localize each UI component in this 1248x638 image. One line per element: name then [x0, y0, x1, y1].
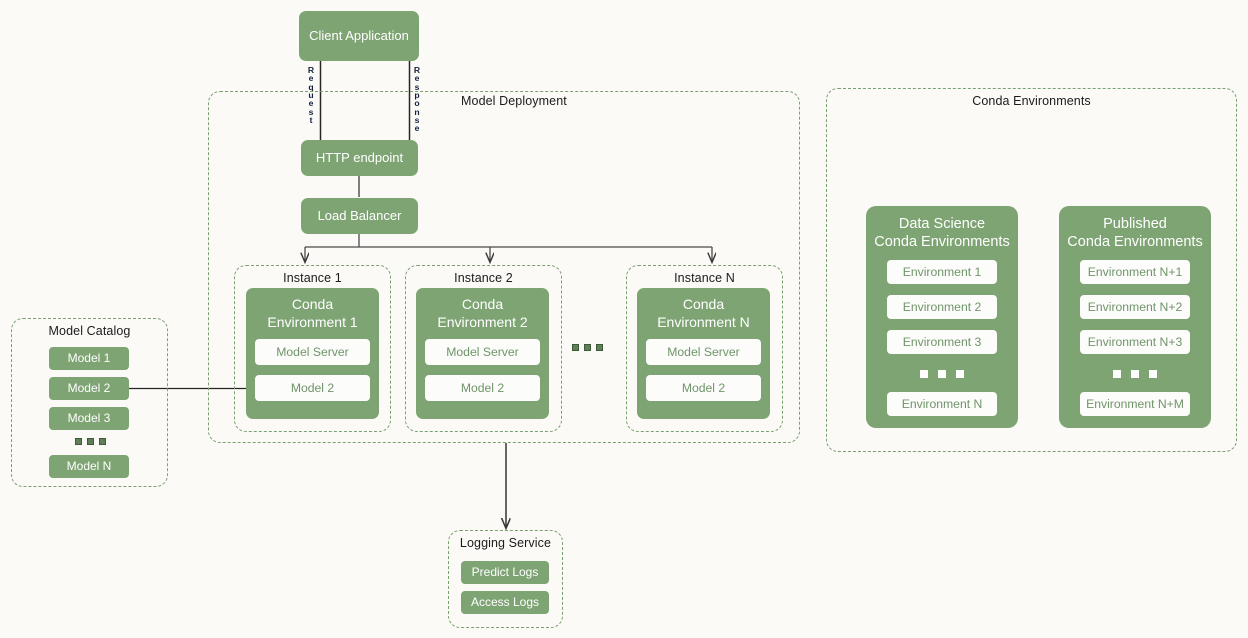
data-science-environment-2[interactable]: Environment 2 — [887, 294, 997, 319]
data-science-environment-n[interactable]: Environment N — [887, 391, 997, 416]
access-logs-box[interactable]: Access Logs — [461, 591, 549, 614]
model-catalog-item-2[interactable]: Model 2 — [49, 377, 129, 400]
published-environment-n-m[interactable]: Environment N+M — [1080, 391, 1190, 416]
instances-ellipsis-icon — [572, 344, 603, 351]
published-environment-2[interactable]: Environment N+2 — [1080, 294, 1190, 319]
instance-1-conda-title: Conda Environment 1 — [267, 296, 358, 330]
instance-1-model-server[interactable]: Model Server — [255, 339, 370, 366]
instance-2-model[interactable]: Model 2 — [425, 375, 540, 402]
instance-1-conda-env-box[interactable]: Conda Environment 1 Model Server Model 2 — [246, 288, 379, 419]
published-panel-title: Published Conda Environments — [1067, 216, 1203, 250]
client-application-box[interactable]: Client Application — [299, 11, 419, 61]
instance-n-conda-env-box[interactable]: Conda Environment N Model Server Model 2 — [637, 288, 770, 419]
http-endpoint-box[interactable]: HTTP endpoint — [301, 140, 418, 176]
instance-n-model[interactable]: Model 2 — [646, 375, 761, 402]
model-catalog-item-1[interactable]: Model 1 — [49, 347, 129, 370]
instance-1-model[interactable]: Model 2 — [255, 375, 370, 402]
predict-logs-box[interactable]: Predict Logs — [461, 561, 549, 584]
instance-2-title: Instance 2 — [454, 271, 513, 285]
instance-2-group: Instance 2 — [405, 265, 562, 432]
data-science-ellipsis-icon — [920, 369, 964, 378]
conda-environments-title: Conda Environments — [972, 94, 1091, 108]
instance-1-title: Instance 1 — [283, 271, 342, 285]
published-ellipsis-icon — [1113, 369, 1157, 378]
logging-service-group: Logging Service — [448, 530, 563, 628]
logging-service-title: Logging Service — [459, 536, 552, 550]
published-environment-1[interactable]: Environment N+1 — [1080, 259, 1190, 284]
http-endpoint-label: HTTP endpoint — [315, 150, 404, 166]
instance-n-group: Instance N — [626, 265, 783, 432]
model-catalog-title: Model Catalog — [48, 324, 131, 338]
model-deployment-title: Model Deployment — [461, 94, 567, 108]
instance-2-model-server[interactable]: Model Server — [425, 339, 540, 366]
model-catalog-item-n[interactable]: Model N — [49, 455, 129, 478]
model-catalog-group: Model Catalog — [11, 318, 168, 487]
instance-2-conda-env-box[interactable]: Conda Environment 2 Model Server Model 2 — [416, 288, 549, 419]
instance-2-conda-title: Conda Environment 2 — [437, 296, 528, 330]
data-science-environment-3[interactable]: Environment 3 — [887, 329, 997, 354]
client-application-label: Client Application — [309, 28, 409, 44]
model-catalog-ellipsis-icon — [75, 438, 106, 445]
model-catalog-item-3[interactable]: Model 3 — [49, 407, 129, 430]
data-science-panel-title: Data Science Conda Environments — [874, 216, 1010, 250]
model-deployment-group: Model Deployment — [208, 91, 800, 443]
conda-environments-group: Conda Environments — [826, 88, 1237, 452]
data-science-conda-environments-panel[interactable]: Data Science Conda Environments Environm… — [866, 206, 1018, 428]
load-balancer-box[interactable]: Load Balancer — [301, 198, 418, 234]
instance-n-title: Instance N — [674, 271, 735, 285]
published-conda-environments-panel[interactable]: Published Conda Environments Environment… — [1059, 206, 1211, 428]
load-balancer-label: Load Balancer — [317, 208, 402, 224]
instance-n-model-server[interactable]: Model Server — [646, 339, 761, 366]
published-environment-3[interactable]: Environment N+3 — [1080, 329, 1190, 354]
instance-1-group: Instance 1 — [234, 265, 391, 432]
instance-n-conda-title: Conda Environment N — [657, 296, 750, 330]
data-science-environment-1[interactable]: Environment 1 — [887, 259, 997, 284]
